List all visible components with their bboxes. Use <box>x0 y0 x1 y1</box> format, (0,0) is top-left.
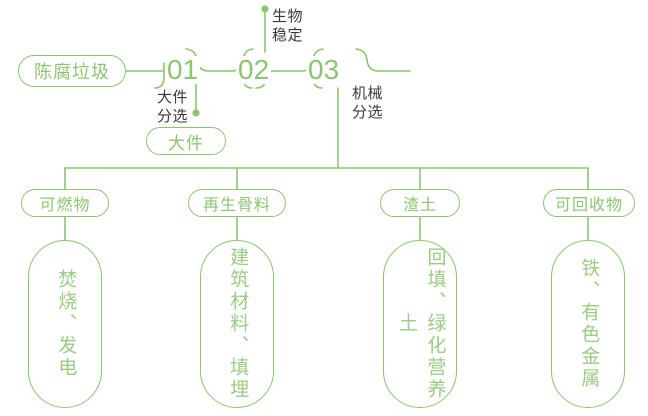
dot-01-branch <box>192 109 200 117</box>
output-node-2-label: 再生骨料 <box>202 197 271 214</box>
stage-number-02: 02 <box>236 54 272 85</box>
stage-number-01: 01 <box>165 54 201 85</box>
output-node-2[interactable]: 再生骨料 <box>188 189 286 217</box>
side-output-label: 大件 <box>168 133 204 153</box>
output-detail-box-1[interactable]: 焚烧、发电 <box>28 240 102 408</box>
output-node-4[interactable]: 可回收物 <box>543 189 635 217</box>
arc-03-right <box>355 48 411 72</box>
output-detail-box-2[interactable]: 建筑材料、填埋 <box>200 240 274 408</box>
output-node-1-label: 可燃物 <box>39 197 91 214</box>
input-node-label: 陈腐垃圾 <box>34 62 110 82</box>
stage-note-01: 大件 分选 <box>156 89 188 125</box>
stage-note-03: 机械 分选 <box>352 85 384 121</box>
output-detail-4-text: 铁、有色金属 <box>578 258 600 390</box>
output-node-4-label: 可回收物 <box>554 197 623 214</box>
output-node-1[interactable]: 可燃物 <box>21 189 109 217</box>
arc-01-left <box>154 62 165 89</box>
output-detail-box-3[interactable]: 回填、绿化营养土 <box>383 240 457 408</box>
output-node-3-label: 渣土 <box>402 197 437 214</box>
output-detail-2-text: 建筑材料、填埋 <box>227 247 249 401</box>
stage-note-02: 生物 稳定 <box>272 8 304 44</box>
output-node-3[interactable]: 渣土 <box>380 189 460 217</box>
output-detail-3-text: 回填、绿化营养土 <box>396 247 446 401</box>
stage-number-03: 03 <box>306 54 342 85</box>
input-node-chenfu-laji[interactable]: 陈腐垃圾 <box>18 55 126 87</box>
output-detail-1-text: 焚烧、发电 <box>55 269 77 379</box>
output-detail-box-4[interactable]: 铁、有色金属 <box>551 240 625 408</box>
dot-02-branch <box>261 5 269 13</box>
side-output-node-dajian[interactable]: 大件 <box>146 127 226 155</box>
